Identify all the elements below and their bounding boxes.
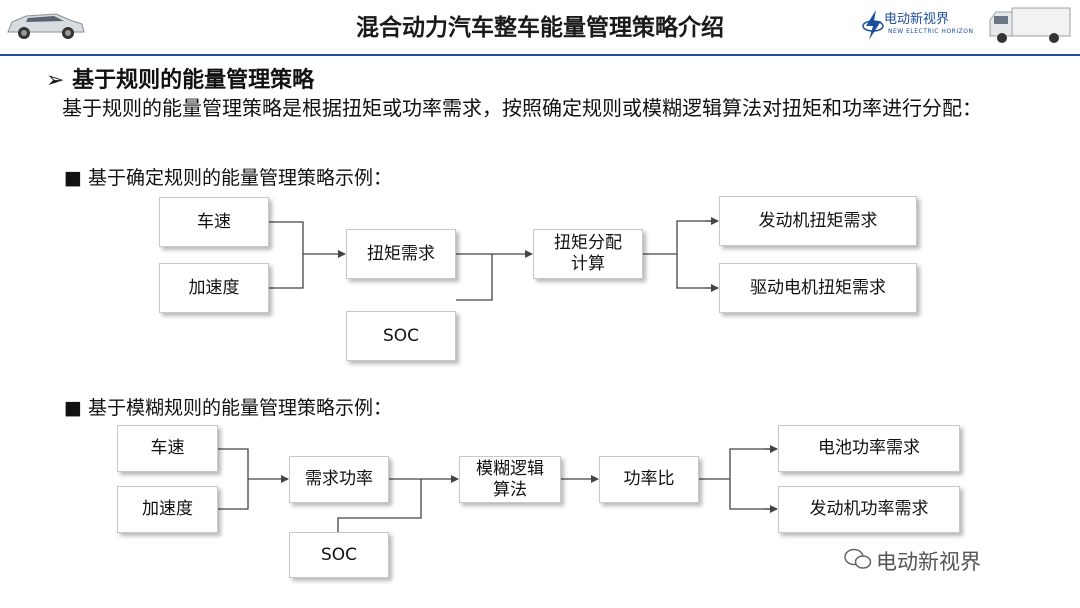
header-divider bbox=[0, 54, 1080, 56]
node-power-ratio: 功率比 bbox=[599, 456, 699, 503]
node-soc-1: SOC bbox=[346, 311, 456, 361]
node-torque-split: 扭矩分配 计算 bbox=[533, 229, 643, 279]
arrow-bullet-icon: ➢ bbox=[46, 68, 65, 93]
page-title: 混合动力汽车整车能量管理策略介绍 bbox=[356, 15, 724, 41]
section-heading: ➢ 基于规则的能量管理策略 bbox=[46, 62, 314, 94]
suv-car-image bbox=[7, 13, 85, 39]
node-speed-2: 车速 bbox=[117, 425, 218, 472]
section-paragraph: 基于规则的能量管理策略是根据扭矩或功率需求，按照确定规则或模糊逻辑算法对扭矩和功… bbox=[62, 96, 982, 120]
node-fuzzy-logic-line2: 算法 bbox=[493, 479, 527, 500]
logo-subtitle: NEW ELECTRIC HORIZON bbox=[888, 28, 974, 35]
node-engine-power: 发动机功率需求 bbox=[778, 486, 960, 533]
diagram1-bullet: ■ 基于确定规则的能量管理策略示例： bbox=[64, 167, 392, 189]
node-torque-demand: 扭矩需求 bbox=[346, 229, 456, 279]
node-fuzzy-logic: 模糊逻辑 算法 bbox=[459, 456, 561, 503]
diagram2-bullet: ■ 基于模糊规则的能量管理策略示例： bbox=[64, 397, 392, 419]
node-motor-torque: 驱动电机扭矩需求 bbox=[719, 263, 917, 313]
node-power-demand: 需求功率 bbox=[289, 456, 389, 503]
node-battery-power: 电池功率需求 bbox=[778, 425, 960, 472]
truck-image bbox=[989, 7, 1071, 43]
node-soc-2: SOC bbox=[289, 532, 389, 578]
node-torque-split-line2: 计算 bbox=[571, 254, 605, 274]
node-speed-1: 车速 bbox=[159, 197, 269, 247]
watermark: 电动新视界 bbox=[844, 546, 981, 576]
section-heading-text: 基于规则的能量管理策略 bbox=[72, 68, 315, 93]
node-engine-torque: 发动机扭矩需求 bbox=[719, 196, 917, 246]
wechat-icon bbox=[844, 548, 872, 569]
node-acceleration-2: 加速度 bbox=[117, 486, 218, 533]
node-fuzzy-logic-line1: 模糊逻辑 bbox=[476, 458, 544, 479]
watermark-text: 电动新视界 bbox=[876, 550, 981, 574]
lightning-swirl-icon bbox=[862, 10, 884, 40]
node-acceleration-1: 加速度 bbox=[159, 263, 269, 313]
brand-logo: 电动新视界 NEW ELECTRIC HORIZON bbox=[862, 6, 982, 46]
logo-text: 电动新视界 bbox=[884, 12, 950, 27]
node-torque-split-line1: 扭矩分配 bbox=[554, 233, 622, 253]
